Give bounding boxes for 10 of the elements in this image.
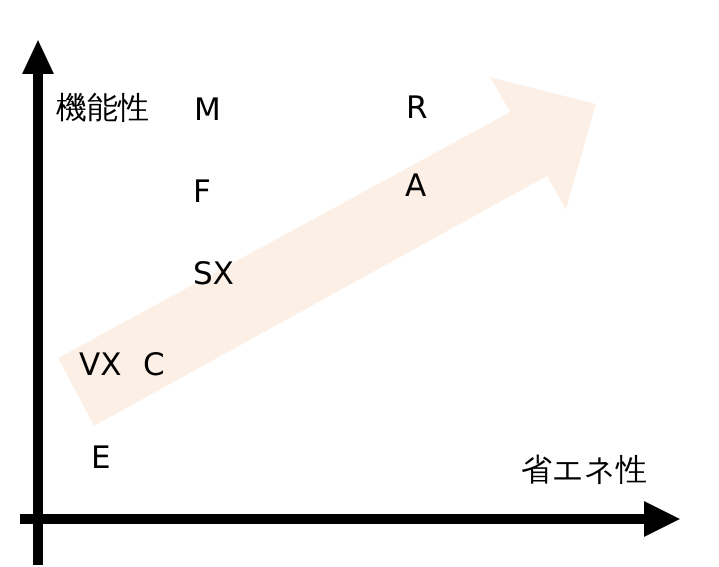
axis-title: 省エネ性 — [521, 451, 647, 490]
grade-label: C — [143, 346, 165, 385]
grade-label: SX — [193, 255, 234, 294]
axis-title: 機能性 — [56, 89, 149, 128]
grade-label: A — [405, 167, 426, 206]
grade-label: F — [193, 173, 211, 212]
grade-label: E — [91, 439, 111, 478]
grade-label: VX — [79, 346, 122, 385]
grade-label: M — [194, 91, 221, 130]
grade-label: R — [406, 89, 428, 128]
